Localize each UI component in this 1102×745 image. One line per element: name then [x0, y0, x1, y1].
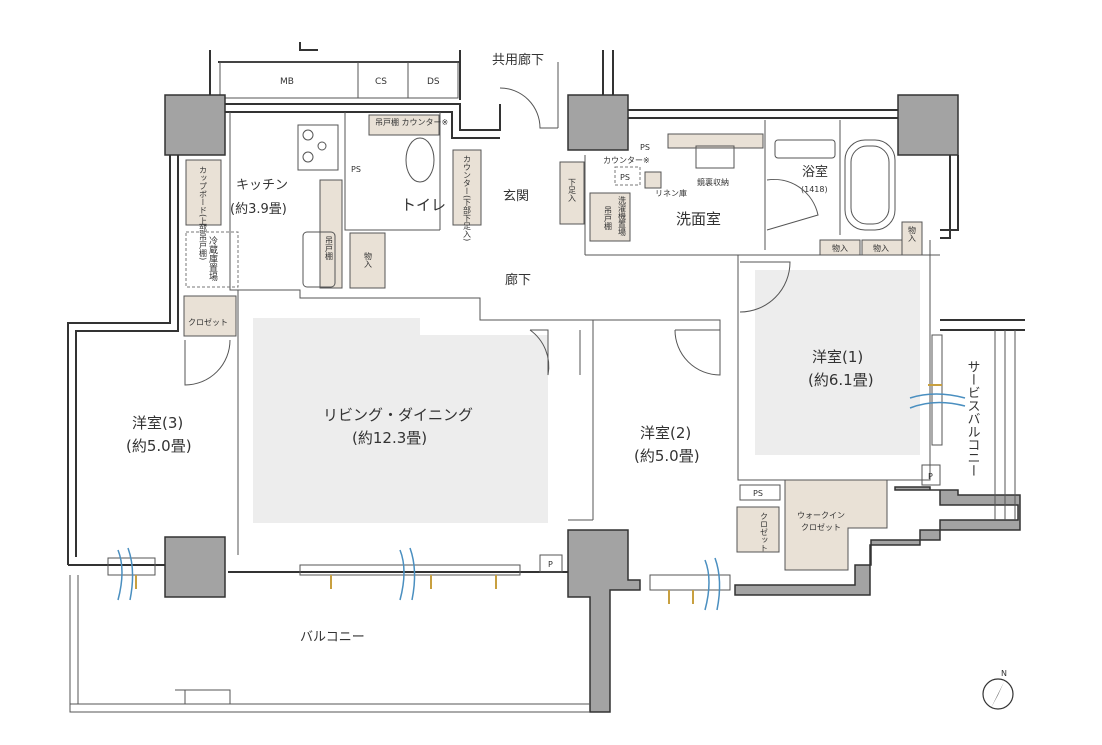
- balcony: [69, 330, 1016, 713]
- ps3-label: PS: [620, 173, 630, 182]
- toilet-label: トイレ: [401, 196, 446, 214]
- burner-icon: [317, 141, 327, 151]
- column: [164, 94, 226, 156]
- cupboard: [185, 159, 222, 226]
- mirror: [695, 145, 735, 169]
- toilet-icon: [405, 137, 435, 183]
- storage3: [901, 221, 923, 256]
- window-handles: [135, 384, 942, 604]
- room1-door[interactable]: [739, 261, 791, 313]
- room2-door[interactable]: [674, 329, 721, 376]
- entrance-door[interactable]: [499, 62, 559, 129]
- room1-label: 洋室(1): [812, 348, 863, 366]
- p1: [921, 464, 941, 486]
- kitchen-size: (約3.9畳): [230, 202, 287, 217]
- room1-floor: [755, 270, 920, 455]
- storage1-label: 物入: [832, 243, 848, 253]
- shoe-box-label: 下足入: [568, 178, 577, 202]
- closet3-label: クロゼット: [188, 317, 228, 327]
- mb-label: MB: [280, 77, 294, 87]
- room3-label: 洋室(3): [132, 414, 183, 432]
- counter-wash-label: カウンター※: [603, 156, 650, 165]
- balcony-label: バルコニー: [300, 630, 365, 645]
- north-compass: N: [982, 669, 1014, 710]
- stove: [297, 124, 339, 171]
- service-balcony-label: サービスバルコニー: [965, 360, 981, 477]
- sink: [302, 231, 336, 288]
- shoe-box: [559, 161, 585, 225]
- kitchen-counter: [319, 179, 343, 289]
- living-label: リビング・ダイニング: [323, 406, 473, 424]
- storage1: [819, 239, 861, 256]
- linen-storage: [644, 171, 662, 189]
- washer-space: [589, 192, 631, 242]
- wic-label-2: クロゼット: [801, 522, 841, 532]
- living-size: (約12.3畳): [352, 429, 427, 447]
- ps2-label: PS: [640, 143, 650, 152]
- kitchen-wall-cabinet-label: 吊戸棚: [325, 236, 334, 261]
- bathroom-label: 浴室: [802, 164, 828, 180]
- shoe-counter: [452, 149, 482, 226]
- living-dining-floor: [253, 318, 548, 523]
- entrance-label: 玄関: [503, 189, 529, 204]
- wic: [784, 479, 888, 571]
- linen-label: リネン庫: [655, 188, 687, 198]
- column: [897, 94, 959, 156]
- common-corridor-label: 共用廊下: [492, 52, 544, 68]
- ps4: [739, 484, 781, 501]
- windows: [107, 334, 943, 591]
- bath-counter: [774, 139, 836, 159]
- closet2-label: クロゼット: [760, 512, 769, 552]
- storage2-label: 物入: [873, 243, 889, 253]
- kitchen-label: キッチン: [236, 178, 288, 193]
- bathroom-door[interactable]: [766, 178, 819, 231]
- fridge-label: 冷蔵庫置場: [207, 235, 218, 282]
- storage3-label: 物入: [908, 225, 917, 242]
- ps1-label: PS: [351, 165, 361, 174]
- room2-size: (約5.0畳): [634, 447, 700, 465]
- closet3: [183, 295, 237, 337]
- cupboard-label: カップボード(上部吊戸棚): [199, 166, 208, 260]
- room3-size: (約5.0畳): [126, 437, 192, 455]
- living-door[interactable]: [529, 329, 581, 376]
- walls: [67, 103, 1025, 573]
- ps3: [614, 166, 641, 186]
- bath-size: (1418): [801, 185, 828, 194]
- svg-text:N: N: [1001, 669, 1007, 678]
- closet2: [736, 506, 780, 553]
- stepped-wall: [734, 486, 1021, 596]
- shoe-counter-label: カウンター(下部下足入): [463, 155, 472, 241]
- wic-label: ウォークイン: [797, 511, 845, 520]
- column: [164, 536, 226, 598]
- column: [567, 94, 629, 151]
- burner-icon: [302, 129, 314, 141]
- mirror-storage-label: 鏡裏収納: [697, 177, 729, 187]
- room3-door[interactable]: [184, 339, 231, 386]
- hall-storage-label: 物入: [364, 251, 373, 268]
- vanity: [667, 133, 764, 149]
- wash-wall-cabinet-label: 吊戸棚: [604, 206, 613, 231]
- washroom-label: 洗面室: [676, 210, 721, 228]
- bathtub-icon: [844, 139, 896, 231]
- p2-label: P: [548, 560, 553, 569]
- airflow-icons: [117, 393, 966, 611]
- p2: [539, 554, 563, 573]
- ps4-label: PS: [753, 489, 763, 498]
- hall-storage: [349, 232, 386, 289]
- corridor-label: 廊下: [505, 272, 531, 288]
- p1-label: P: [928, 472, 933, 481]
- cs-label: CS: [375, 77, 387, 87]
- fridge-space: [185, 231, 239, 288]
- bathtub-inner: [850, 145, 890, 225]
- shaft-area: [209, 42, 614, 100]
- toilet-counter: [368, 114, 440, 136]
- toilet-counter-label: 吊戸棚 カウンター※: [375, 117, 448, 127]
- room1-size: (約6.1畳): [808, 371, 874, 389]
- column: [567, 529, 641, 713]
- burner-icon: [302, 151, 314, 163]
- room2-label: 洋室(2): [640, 424, 691, 442]
- ds-label: DS: [427, 77, 440, 87]
- washer-label: 洗濯機置場: [618, 195, 627, 237]
